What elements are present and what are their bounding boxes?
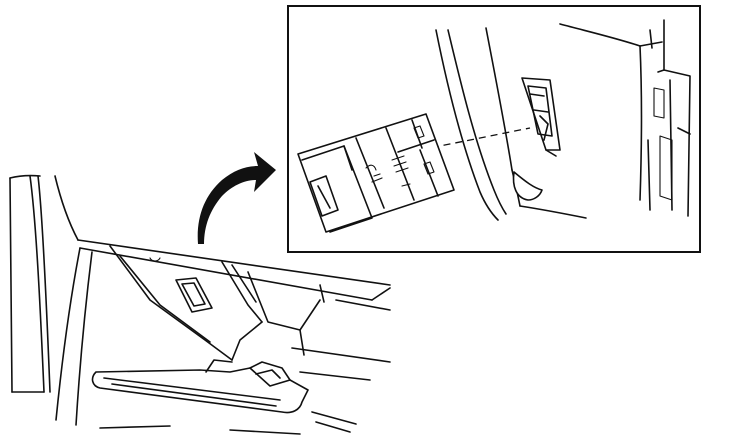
curved-arrow-icon [197,152,276,244]
release-lever [91,359,309,414]
door-frame-lines [435,27,587,221]
dash-end-panel [559,19,691,217]
main-view [9,174,391,435]
panel-slot [175,277,213,313]
right-trim [319,284,391,311]
floor-lines [99,347,391,435]
lower-panel [109,245,321,361]
knee-bolster-edge [512,171,543,201]
switch-panel-icon [297,113,455,233]
detail-inset [287,5,701,253]
switch-mount-bracket [521,77,561,157]
left-trim-panel [9,174,51,393]
instrument-panel-lower [54,175,391,426]
